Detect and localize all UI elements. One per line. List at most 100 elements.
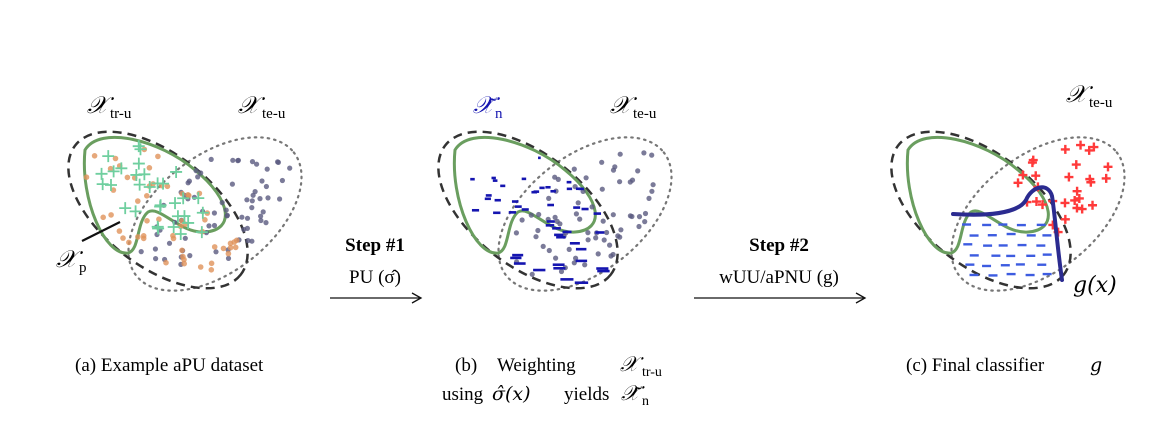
unlabeled-point — [599, 159, 605, 165]
unlabeled-point — [573, 211, 580, 217]
caption-b-set: 𝒳 — [620, 352, 644, 376]
positive-prediction — [1071, 160, 1081, 170]
decision-boundary — [951, 185, 1064, 282]
positive-point — [115, 162, 128, 175]
unlabeled-point — [263, 220, 269, 226]
panel-c: 𝒳 te-u g(x) (c) Final classifier g — [890, 80, 1126, 376]
unlabeled-point — [557, 221, 563, 227]
unlabeled-point — [528, 212, 534, 218]
unlabeled-point — [198, 170, 204, 176]
unlabeled-point — [582, 262, 588, 268]
unlabeled-point — [144, 218, 150, 224]
unlabeled-point — [112, 155, 119, 162]
unlabeled-point — [83, 174, 90, 180]
unlabeled-point — [179, 247, 185, 254]
unlabeled-point — [279, 177, 285, 184]
label-test-b-sub: te-u — [633, 106, 657, 122]
positive-prediction — [1086, 177, 1096, 187]
positive-prediction — [1077, 204, 1087, 214]
unlabeled-point — [607, 242, 613, 248]
step2-arrowhead — [855, 292, 867, 304]
unlabeled-point — [107, 165, 114, 172]
unlabeled-point — [91, 153, 98, 159]
positive-prediction — [1013, 178, 1023, 188]
positive-point — [138, 168, 151, 181]
unlabeled-point — [571, 260, 577, 266]
step1-title: Step #1 — [345, 235, 405, 256]
unlabeled-point — [244, 197, 250, 203]
unlabeled-point — [219, 200, 225, 206]
unlabeled-point — [140, 233, 147, 239]
positive-point — [178, 210, 191, 223]
positive-point — [192, 192, 205, 205]
positive-predictions-c — [1013, 140, 1113, 237]
unlabeled-point — [245, 238, 251, 244]
positive-prediction — [1060, 144, 1070, 154]
positive-pointer-line — [81, 221, 121, 242]
unlabeled-point — [185, 180, 191, 186]
positive-point — [129, 205, 142, 218]
unlabeled-point — [180, 253, 186, 260]
unlabeled-point — [235, 157, 241, 163]
unlabeled-point — [552, 214, 558, 220]
positive-point — [133, 178, 146, 191]
unlabeled-point — [249, 238, 255, 244]
unlabeled-point — [546, 195, 552, 201]
positive-prediction — [1060, 214, 1070, 224]
unlabeled-point — [231, 239, 237, 245]
unlabeled-point — [649, 188, 655, 194]
unlabeled-point — [610, 212, 616, 218]
positive-region-b — [452, 135, 597, 255]
unlabeled-point — [249, 159, 256, 165]
unlabeled-point — [583, 175, 589, 181]
unlabeled-point — [265, 195, 271, 201]
positive-point — [182, 216, 195, 229]
unlabeled-point — [229, 181, 235, 187]
unlabeled-point — [629, 177, 636, 183]
caption-b-sigma: σ̂(x) — [492, 383, 531, 405]
step2-arrow-group: Step #2 wUU/aPNU (g) — [694, 235, 867, 304]
unlabeled-point — [571, 166, 577, 172]
unlabeled-point — [164, 183, 171, 190]
positive-point — [119, 202, 132, 215]
unlabeled-point — [540, 243, 546, 249]
unlabeled-point — [244, 215, 251, 221]
positive-point — [196, 206, 209, 219]
unlabeled-point — [585, 237, 591, 243]
positive-point — [132, 157, 145, 170]
unlabeled-point — [649, 152, 655, 158]
panel-a: 𝒳 tr-u 𝒳 te-u 𝒳 p (a) Example aPU datase… — [56, 91, 303, 376]
unlabeled-point — [135, 198, 141, 204]
unlabeled-point — [206, 223, 212, 229]
unlabeled-point — [211, 244, 218, 250]
unlabeled-point — [249, 198, 255, 204]
caption-b-weighting: Weighting — [497, 355, 576, 376]
positive-point — [170, 165, 183, 178]
unlabeled-point — [264, 166, 270, 172]
positive-prediction — [1070, 195, 1080, 205]
step1-arrow-group: Step #1 PU (σ̂) — [330, 235, 423, 304]
positive-prediction — [1076, 140, 1086, 150]
positive-point — [134, 143, 147, 156]
unlabeled-point — [566, 246, 572, 252]
positive-point — [154, 199, 167, 212]
unlabeled-point — [211, 210, 217, 216]
caption-a: (a) Example aPU dataset — [75, 355, 264, 376]
unlabeled-point — [144, 193, 150, 199]
positive-point — [174, 227, 187, 240]
unlabeled-point — [120, 235, 126, 241]
positive-point — [132, 140, 145, 153]
unlabeled-point — [642, 210, 649, 217]
unlabeled-point — [100, 214, 106, 221]
unlabeled-point — [224, 212, 230, 218]
unlabeled-point — [260, 209, 266, 215]
positive-prediction — [1038, 200, 1047, 210]
caption-b-yields: yields — [564, 384, 609, 405]
weighted-negative-points-b — [470, 156, 610, 285]
unlabeled-point — [617, 179, 623, 185]
unlabeled-point — [146, 165, 153, 171]
unlabeled-point — [533, 234, 539, 240]
positive-prediction — [1101, 173, 1111, 183]
caption-b: (b) Weighting 𝒳 tr-u using σ̂(x) yields … — [442, 352, 662, 409]
